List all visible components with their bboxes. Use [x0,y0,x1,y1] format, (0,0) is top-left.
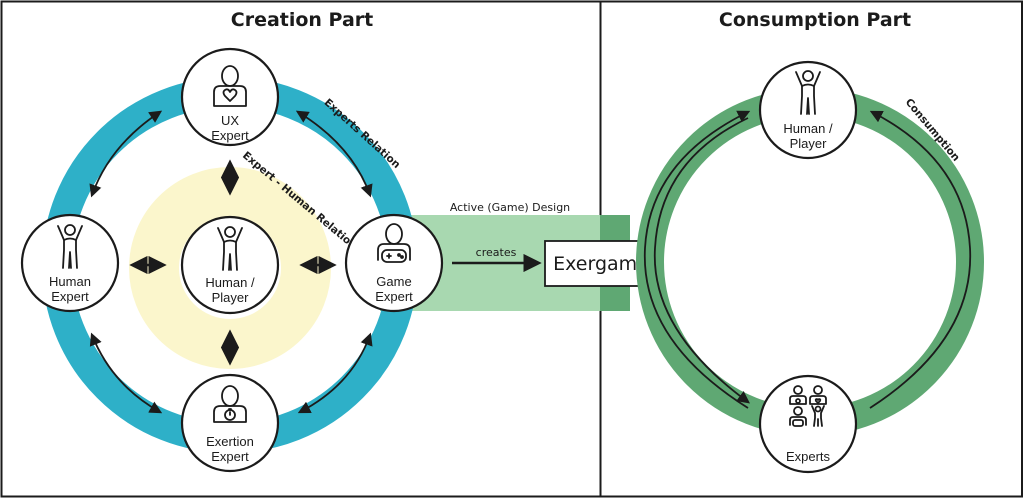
arrow-human-exertion [89,332,163,414]
gamepad-person-icon [377,223,411,263]
node-ux-expert: UX Expert [180,47,280,147]
node-human-expert: Human Expert [20,213,120,313]
heart-person-icon [213,65,247,107]
consumption-arrow-left-inner [643,110,751,409]
node-consumption-human-player: Human / Player [758,60,858,160]
game-expert-label-1: Game [376,274,411,289]
exertion-expert-label-1: Exertion [206,434,254,449]
node-center-human-player: Human / Player [180,215,280,315]
arrow-game-exertion [297,332,373,414]
experts-group-icon [789,385,827,427]
active-design-label: Active (Game) Design [450,201,570,214]
arrow-ux-game [295,110,373,198]
ux-expert-label-1: UX [221,113,239,128]
game-expert-label-2: Expert [375,289,413,304]
arrow-ux-human [89,110,163,198]
ux-expert-label-2: Expert [211,128,249,143]
node-experts: Experts [758,374,858,474]
consumption-arrow-left-outer [653,117,751,404]
creates-label: creates [476,246,517,259]
person-arms-up-icon [795,70,821,115]
node-exertion-expert: Exertion Expert [180,373,280,473]
creation-title: Creation Part [231,9,374,31]
exergame-label: Exergame [553,253,649,275]
node-game-expert: Game Expert [344,213,444,313]
center-human-player-label-2: Player [212,290,250,305]
consumption-human-player-label-1: Human / [783,121,833,136]
exertion-expert-label-2: Expert [211,449,249,464]
person-arms-up-icon [57,224,83,269]
experts-label: Experts [786,449,831,464]
person-arms-up-icon [217,226,243,271]
consumption-arrow-right [869,110,972,409]
human-expert-label-2: Expert [51,289,89,304]
human-expert-label-1: Human [49,274,91,289]
stopwatch-person-icon [213,385,247,423]
consumption-title: Consumption Part [719,9,911,31]
center-human-player-label-1: Human / [205,275,255,290]
consumption-human-player-label-2: Player [790,136,828,151]
